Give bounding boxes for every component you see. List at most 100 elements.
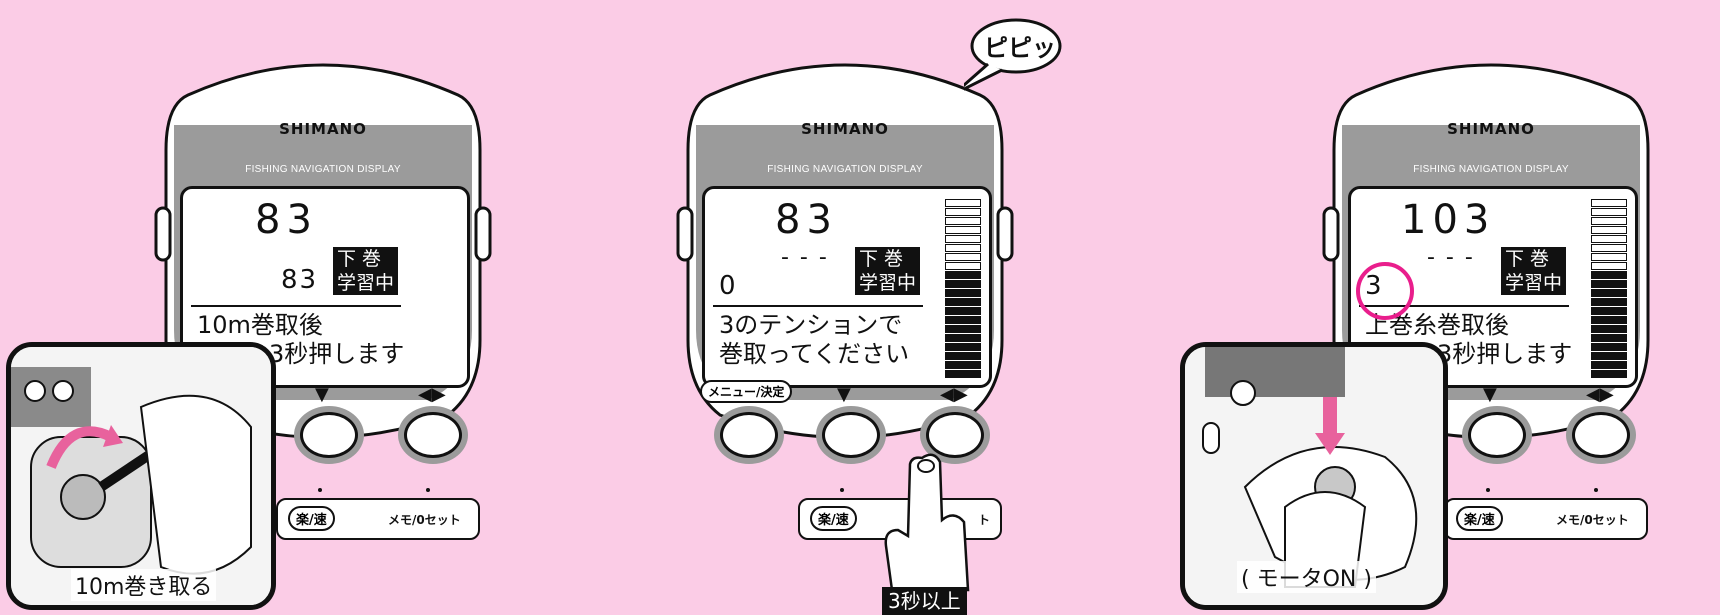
lcd-screen: 83 - - - 0 下 巻 学習中 3のテンションで 巻取ってください [702,186,992,388]
tension-value: 0 [719,271,738,301]
message-line-1: 3のテンションで [719,311,903,339]
meter-segment [1591,217,1627,225]
inset-caption: 10m巻き取る [71,569,217,601]
down-button[interactable] [300,412,358,458]
motor-on-illustration: ( モータON ) [1180,342,1448,610]
down-button[interactable] [1468,412,1526,458]
beep-speech-bubble: ピピッ [964,16,1064,91]
brand-logo: SHIMANO [1447,120,1535,138]
button-label-panel: 楽/速 ト [798,498,1002,540]
down-arrow-icon: ▼ [837,384,851,405]
depth-dashes: - - - [781,245,829,270]
indicator-dot [426,488,430,492]
meter-segment [945,235,981,243]
badge-line-2: 学習中 [337,272,395,294]
depth-top-value: 83 [255,197,318,243]
brand-logo: SHIMANO [801,120,889,138]
tension-meter [1591,199,1627,379]
meter-segment [945,253,981,261]
divider [1359,305,1569,307]
depth-bottom-value: 83 [281,265,319,295]
meter-segment [1591,361,1627,369]
meter-segment [945,217,981,225]
speed-toggle-label: 楽/速 [288,506,335,531]
tension-meter [945,199,981,379]
indicator-dot [318,488,322,492]
depth-top-value: 83 [775,197,838,243]
reel-display-device-2: SHIMANO FISHING NAVIGATION DISPLAY 83 - … [650,40,1070,615]
divider [191,305,401,307]
meter-segment [945,334,981,342]
menu-confirm-label: メニュー/決定 [700,380,793,403]
meter-segment [945,262,981,270]
button-label-panel: 楽/速 メモ/0セット [276,498,480,540]
meter-segment [945,325,981,333]
down-arrow-icon: ▼ [1483,384,1497,405]
meter-segment [1591,316,1627,324]
meter-segment [1591,289,1627,297]
meter-segment [945,289,981,297]
left-right-button[interactable] [926,412,984,458]
badge-line-1: 下 巻 [859,248,904,270]
meter-segment [1591,325,1627,333]
down-arrow-icon: ▼ [315,384,329,405]
indicator-dot [1594,488,1598,492]
status-badge: 下 巻 学習中 [333,247,399,295]
down-button[interactable] [822,412,880,458]
meter-segment [1591,253,1627,261]
meter-segment [945,280,981,288]
meter-segment [1591,298,1627,306]
meter-segment [945,199,981,207]
meter-segment [1591,334,1627,342]
meter-segment [1591,199,1627,207]
status-badge: 下 巻 学習中 [1501,247,1567,295]
meter-segment [945,370,981,378]
speed-toggle-label: 楽/速 [810,506,857,531]
speech-bubble-text: ピピッ [984,34,1056,62]
meter-segment [1591,307,1627,315]
speech-bubble-shape [964,18,1062,91]
divider [713,305,923,307]
meter-segment [1591,262,1627,270]
memo-reset-label: メモ/0セット [388,513,461,527]
meter-segment [1591,280,1627,288]
meter-segment [1591,352,1627,360]
left-right-arrow-icon: ◀▶ [418,384,446,405]
badge-line-2: 学習中 [1505,272,1563,294]
left-right-arrow-icon: ◀▶ [1586,384,1614,405]
message-line-1: 10m巻取後 [197,311,323,339]
left-right-button[interactable] [1572,412,1630,458]
badge-line-1: 下 巻 [337,248,382,270]
menu-confirm-button[interactable] [720,412,778,458]
meter-segment [1591,208,1627,216]
meter-segment [945,271,981,279]
hand-cranking-illustration: 10m巻き取る [6,342,276,610]
left-right-button[interactable] [404,412,462,458]
meter-segment [945,307,981,315]
meter-segment [945,352,981,360]
depth-dashes: - - - [1427,245,1475,270]
display-title: FISHING NAVIGATION DISPLAY [245,164,401,175]
meter-segment [945,343,981,351]
indicator-dot [1486,488,1490,492]
depth-top-value: 103 [1401,197,1496,243]
indicator-dot [840,488,844,492]
meter-segment [945,244,981,252]
display-title: FISHING NAVIGATION DISPLAY [767,164,923,175]
highlight-circle [1356,262,1414,320]
meter-segment [1591,235,1627,243]
badge-line-1: 下 巻 [1505,248,1550,270]
finger-press-icon [884,453,970,592]
memo-reset-label-partial: ト [978,513,991,527]
meter-segment [945,226,981,234]
meter-segment [1591,271,1627,279]
reel-handle-illustration [11,347,271,605]
badge-line-2: 学習中 [859,272,917,294]
meter-segment [1591,244,1627,252]
meter-segment [1591,226,1627,234]
button-label-panel: 楽/速 メモ/0セット [1444,498,1648,540]
meter-segment [1591,370,1627,378]
reel-display-device-3: SHIMANO FISHING NAVIGATION DISPLAY 103 -… [1296,40,1716,540]
memo-reset-label: メモ/0セット [1556,513,1629,527]
meter-segment [945,361,981,369]
